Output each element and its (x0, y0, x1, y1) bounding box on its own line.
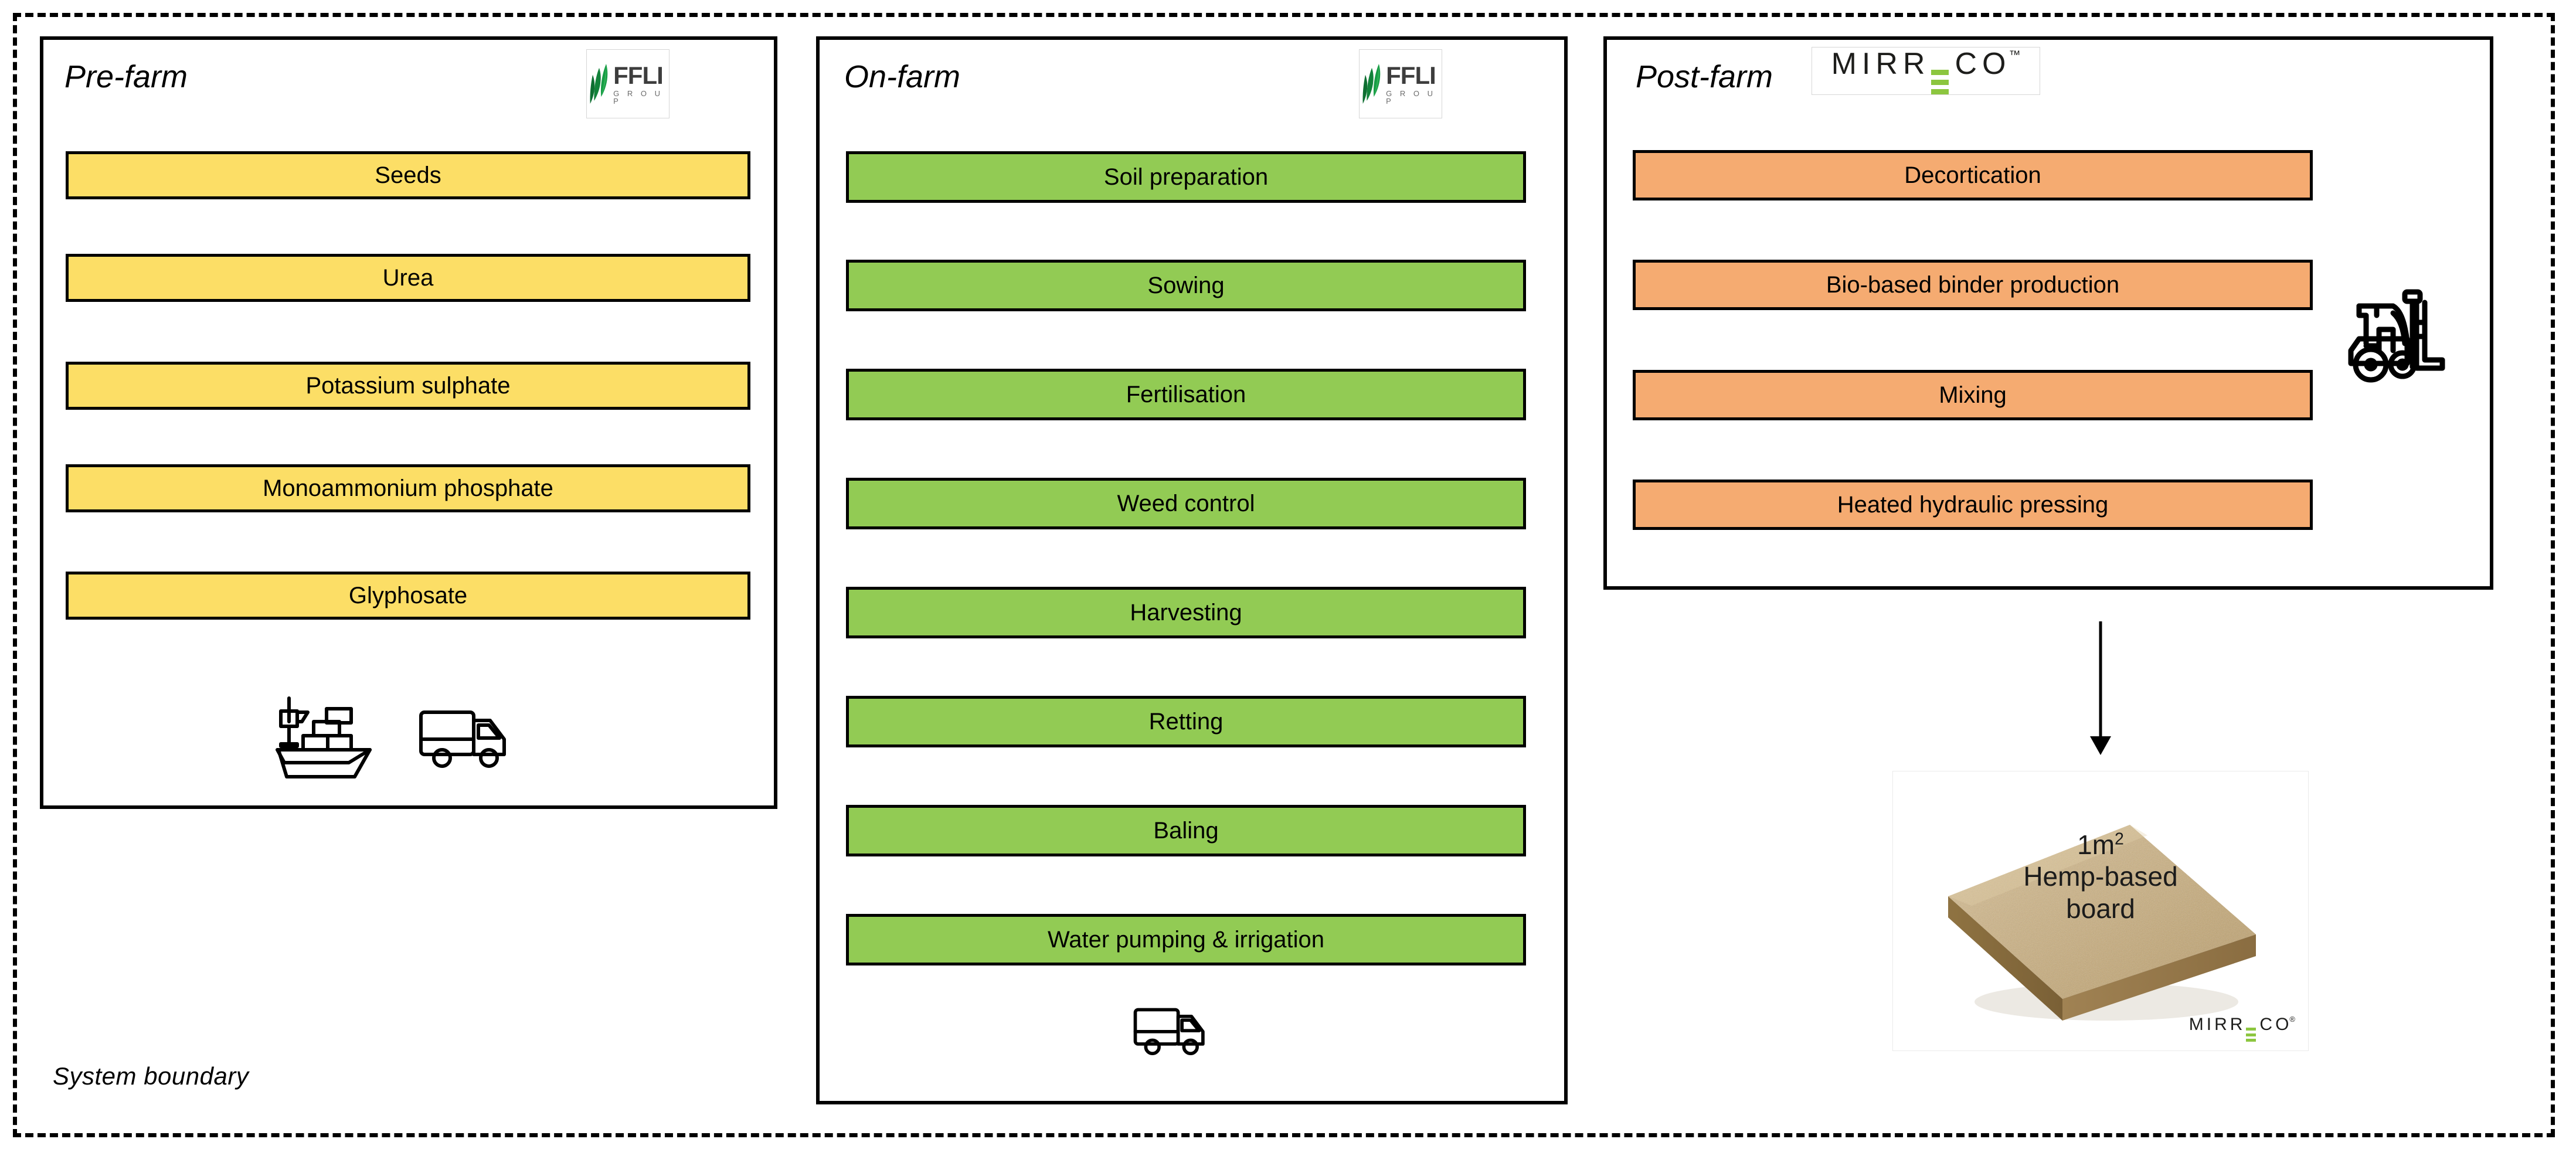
ffli-wordmark-sub: G R O U P (613, 89, 663, 106)
process-box-decortication[interactable]: Decortication (1633, 150, 2313, 200)
delivery-truck-icon (416, 701, 510, 780)
process-box-harvesting[interactable]: Harvesting (846, 587, 1526, 638)
ffli-logo: FFLI G R O U P (586, 49, 670, 118)
mirreco-wordmark-part1: MIRR (1831, 47, 1931, 81)
process-box-water-pumping-irrigation[interactable]: Water pumping & irrigation (846, 914, 1526, 965)
delivery-truck-icon (1131, 999, 1208, 1066)
system-boundary-label: System boundary (53, 1062, 249, 1090)
hemp-board-shape-icon (1948, 824, 2256, 1021)
process-box-soil-preparation[interactable]: Soil preparation (846, 151, 1526, 203)
mirreco-e-glyph-icon (1931, 70, 1949, 94)
stage-title-post-farm: Post-farm (1636, 59, 1773, 94)
process-box-glyphosate[interactable]: Glyphosate (66, 572, 750, 620)
process-box-baling[interactable]: Baling (846, 805, 1526, 856)
ffli-wordmark-sub: G R O U P (1386, 89, 1436, 106)
product-image-hemp-board: 1m2 Hemp-based board MIRR CO ® (1892, 771, 2309, 1051)
mirreco-e-glyph-icon (2246, 1028, 2256, 1042)
process-box-seeds[interactable]: Seeds (66, 151, 750, 199)
process-box-bio-based-binder-production[interactable]: Bio-based binder production (1633, 260, 2313, 310)
mirreco-wordmark-part1: MIRR (2188, 1015, 2246, 1034)
arrow-post-farm-to-product (2081, 621, 2122, 762)
process-box-urea[interactable]: Urea (66, 254, 750, 302)
process-box-heated-hydraulic-pressing[interactable]: Heated hydraulic pressing (1633, 480, 2313, 530)
mirreco-wordmark-part2: CO (1955, 47, 2011, 81)
process-box-fertilisation[interactable]: Fertilisation (846, 369, 1526, 420)
process-box-retting[interactable]: Retting (846, 696, 1526, 747)
process-box-mixing[interactable]: Mixing (1633, 370, 2313, 420)
mirreco-logo: MIRR CO ™ (1812, 47, 2040, 95)
process-box-sowing[interactable]: Sowing (846, 260, 1526, 311)
system-boundary (13, 13, 2555, 1137)
ffli-logo: FFLI G R O U P (1359, 49, 1442, 118)
stage-title-on-farm: On-farm (844, 59, 961, 94)
ffli-wordmark-name: FFLI (613, 61, 664, 89)
cargo-ship-icon (267, 695, 378, 786)
mirreco-registered-symbol: ® (2289, 1015, 2295, 1024)
mirreco-wordmark-part2: CO (2259, 1015, 2292, 1034)
forklift-icon (2339, 287, 2456, 396)
mirreco-logo: MIRR CO ® (2188, 1015, 2295, 1042)
process-box-monoammonium-phosphate[interactable]: Monoammonium phosphate (66, 464, 750, 512)
ffli-leaves-icon (590, 63, 607, 104)
process-box-potassium-sulphate[interactable]: Potassium sulphate (66, 362, 750, 410)
mirreco-trademark-symbol: ™ (2009, 49, 2021, 62)
ffli-wordmark-name: FFLI (1386, 61, 1436, 89)
ffli-leaves-icon (1362, 63, 1380, 104)
process-box-weed-control[interactable]: Weed control (846, 478, 1526, 529)
stage-title-pre-farm: Pre-farm (64, 59, 188, 94)
